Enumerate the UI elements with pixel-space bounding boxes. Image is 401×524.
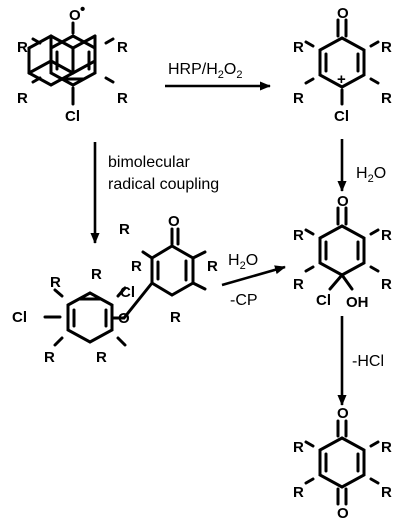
r-substituent: R xyxy=(293,439,304,456)
cation-charge: + xyxy=(337,71,346,88)
hydroxyl-label: OH xyxy=(346,294,369,311)
r-substituent: R xyxy=(381,227,392,244)
radical-dot: • xyxy=(80,1,85,18)
oxidation-step: HRP/H2O2 xyxy=(165,61,271,91)
phenoxenium-cation: O + R R R R Cl xyxy=(293,5,392,125)
r-substituent: R xyxy=(293,39,304,56)
benzoquinone: O O R R R R xyxy=(293,405,392,522)
carbonyl-oxygen: O xyxy=(337,5,349,22)
minus-hcl-label: -HCl xyxy=(352,353,384,370)
r-substituent: R xyxy=(293,484,304,501)
carbonyl-oxygen: O xyxy=(337,405,349,422)
coupling-step: bimolecular radical coupling xyxy=(90,142,219,244)
r-substituent: R xyxy=(381,276,392,293)
chlorine-label: Cl xyxy=(12,309,27,326)
coupling-label-line2: radical coupling xyxy=(108,176,219,193)
hrp-h2o2-label: HRP/H2O2 xyxy=(168,61,242,81)
r-substituent: R xyxy=(91,266,102,283)
r-substituent: R xyxy=(17,90,28,107)
r-substituent: R xyxy=(207,258,218,275)
minus-cp-label: -CP xyxy=(230,292,258,309)
chlorine-label: Cl xyxy=(316,292,331,309)
carbonyl-oxygen: O xyxy=(337,193,349,210)
ether-oxygen: O xyxy=(118,310,130,327)
r-substituent: R xyxy=(17,39,28,56)
hydroxy-dienone: O R R R R Cl OH xyxy=(293,193,392,311)
r-substituent: R xyxy=(131,258,142,275)
phenoxyl-ring xyxy=(49,34,97,87)
r-substituent: R xyxy=(117,39,128,56)
r-substituent: R xyxy=(381,39,392,56)
water-label: H2O xyxy=(228,252,258,272)
r-substituent: R xyxy=(293,227,304,244)
chlorine-label: Cl xyxy=(65,108,80,125)
oxygen-label: O xyxy=(69,7,81,24)
r-substituent: R xyxy=(170,309,181,326)
hydrolysis-step: H2O -CP xyxy=(221,252,286,309)
coupling-label-line1: bimolecular xyxy=(108,154,190,171)
carbonyl-oxygen: O xyxy=(337,505,349,522)
chlorine-label: Cl xyxy=(120,284,135,301)
r-substituent: R xyxy=(119,221,130,238)
r-substituent: R xyxy=(293,276,304,293)
r-substituent: R xyxy=(381,90,392,107)
r-substituent: R xyxy=(117,90,128,107)
r-substituent: R xyxy=(44,349,55,366)
r-substituent: R xyxy=(50,274,61,291)
r-substituent: R xyxy=(96,349,107,366)
r-substituent: R xyxy=(381,484,392,501)
hydration-step: H2O xyxy=(337,139,386,192)
water-label: H2O xyxy=(356,165,386,185)
phenoxyl-radical: O • R R R R Cl xyxy=(17,1,128,125)
r-substituent: R xyxy=(293,90,304,107)
r-substituent: R xyxy=(381,439,392,456)
coupled-dimer: O R R R R Cl O Cl R R R R xyxy=(12,213,218,366)
dehydrochlorination-step: -HCl xyxy=(337,316,384,406)
carbonyl-oxygen: O xyxy=(168,213,180,230)
chlorine-label: Cl xyxy=(334,108,349,125)
